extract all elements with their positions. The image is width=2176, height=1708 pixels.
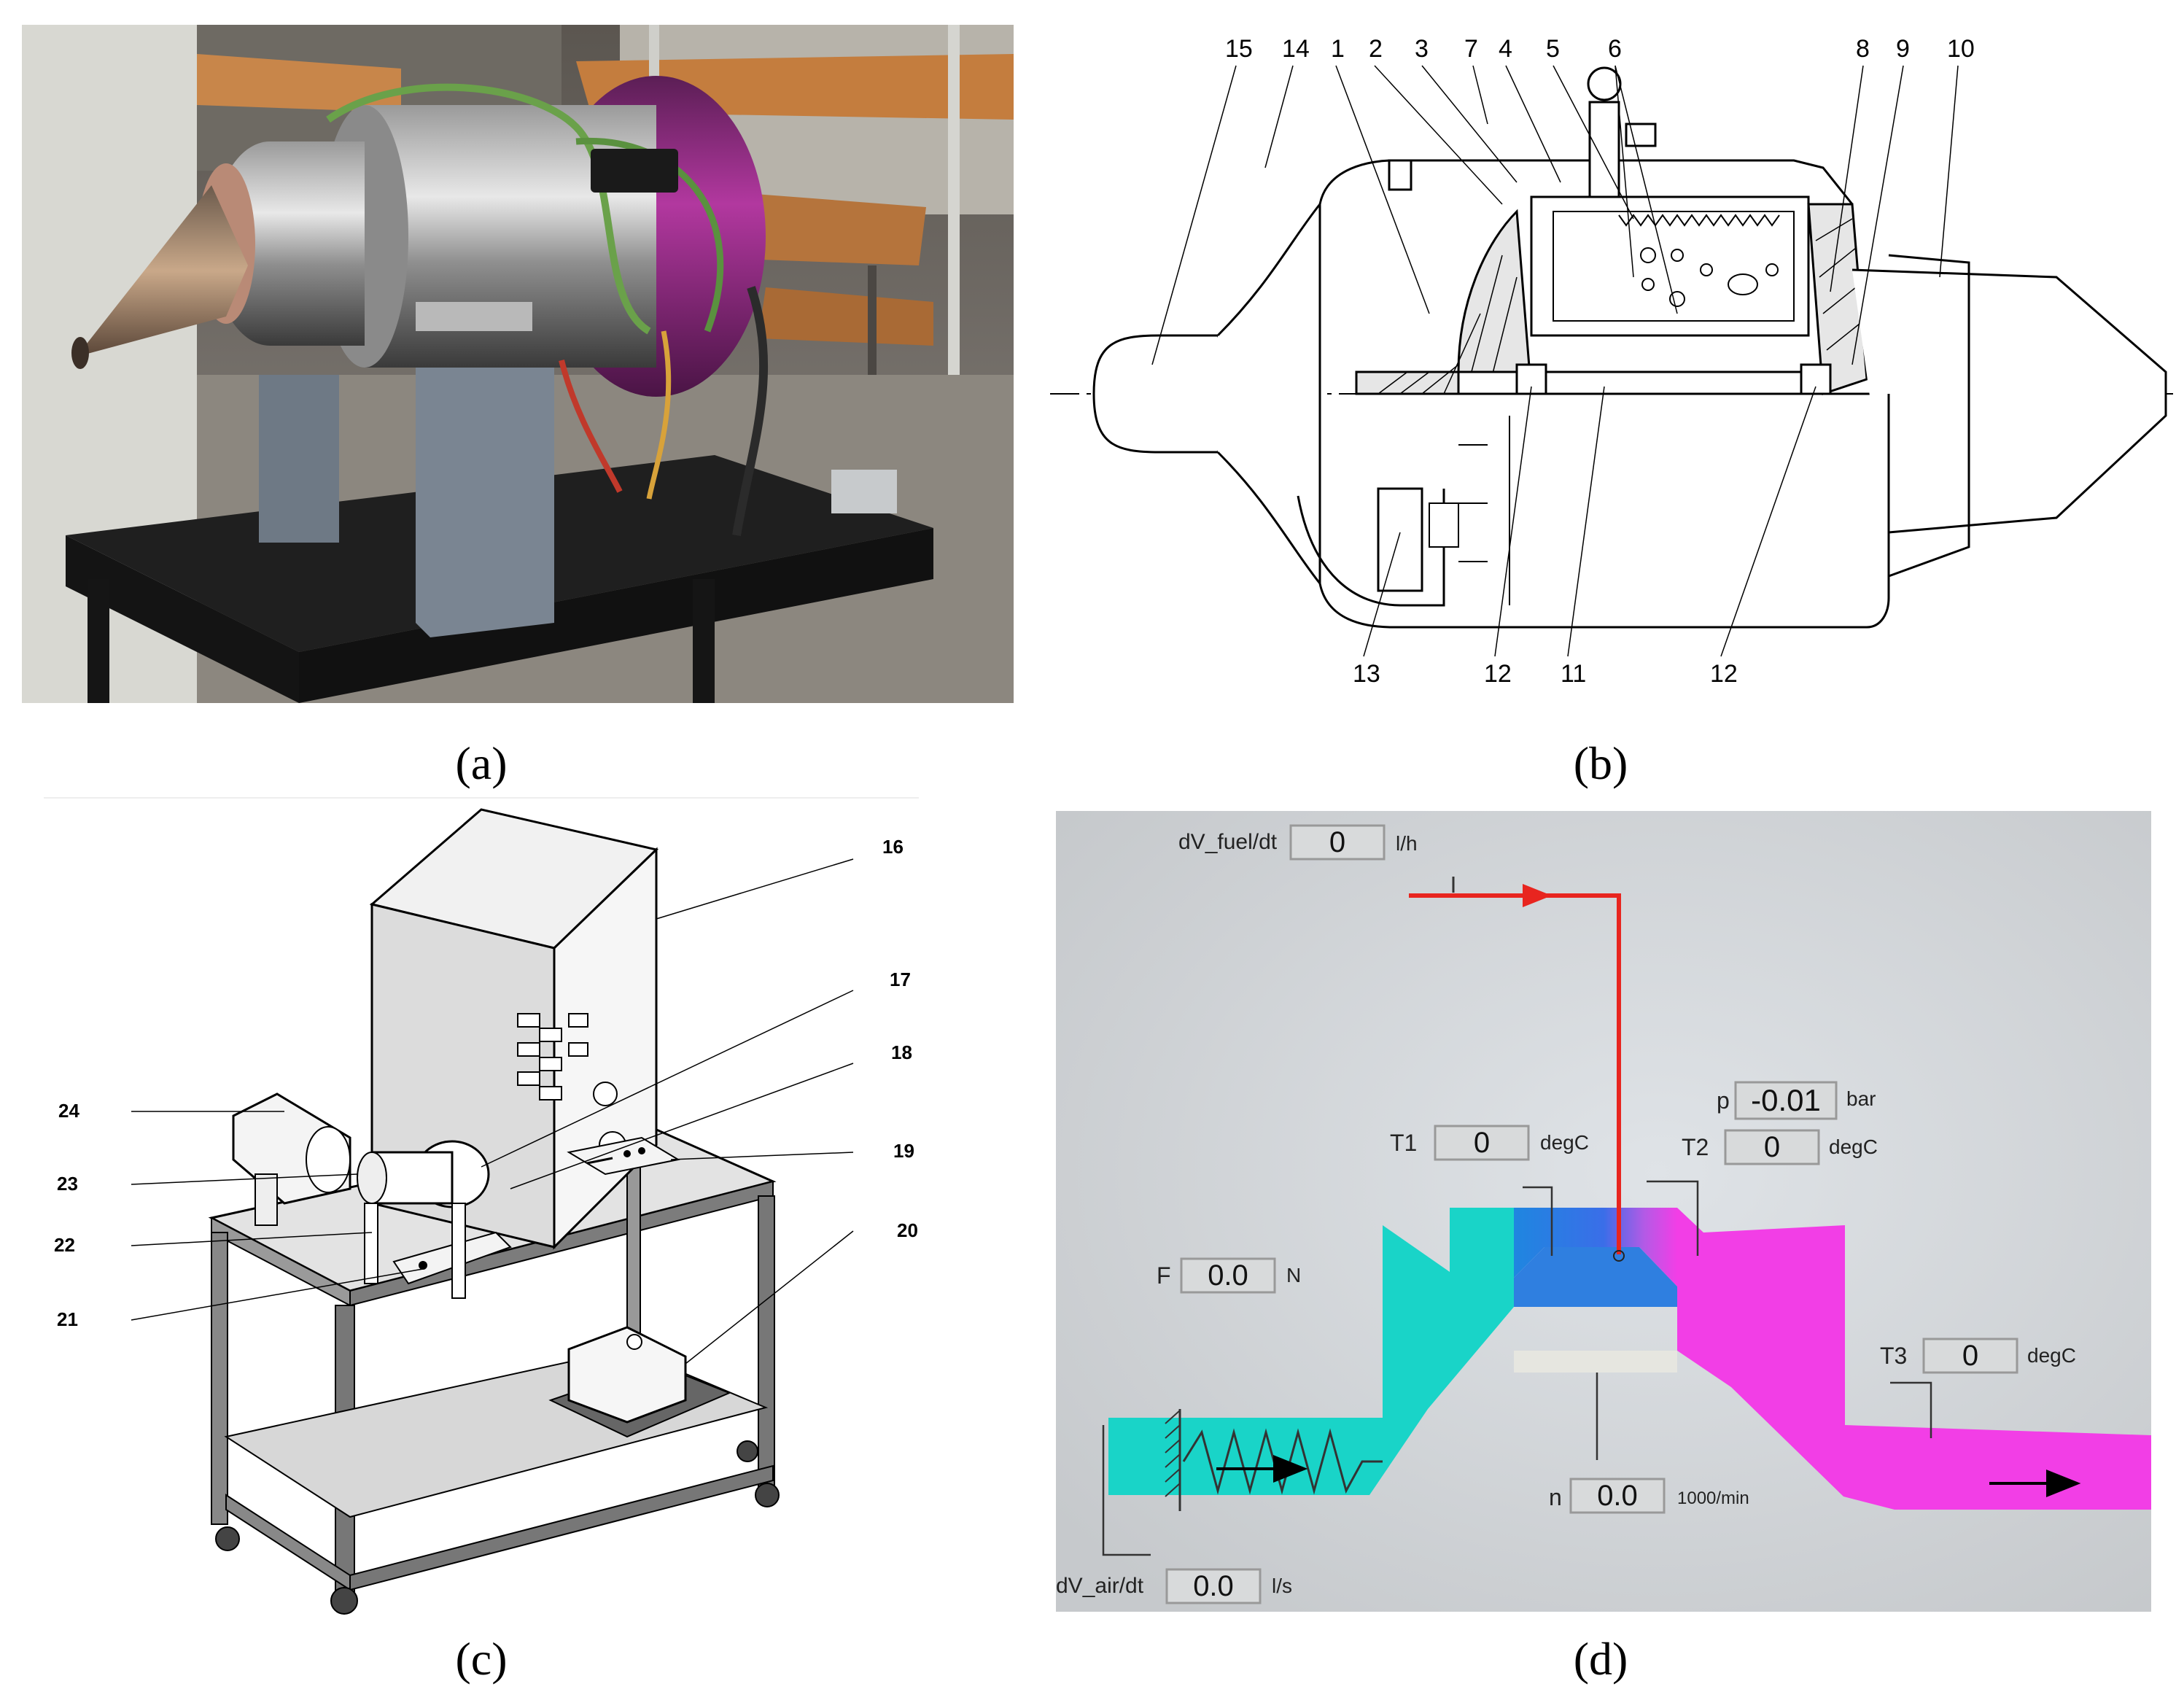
t2-value: 0 bbox=[1764, 1131, 1780, 1163]
panel-b-cross-section: 15 14 1 2 3 7 4 5 6 8 9 10 13 12 11 12 bbox=[1050, 35, 2173, 688]
label-12b: 12 bbox=[1710, 660, 1738, 688]
force-readout: F 0.0 N bbox=[1157, 1257, 1301, 1294]
spring bbox=[1182, 1428, 1383, 1495]
t3-readout: T3 0 degC bbox=[1880, 1338, 2076, 1374]
air-flow-label: dV_air/dt bbox=[1056, 1574, 1144, 1598]
panel-d-monitoring-screen: dV_fuel/dt 0 l/h p -0.01 bar T1 0 degC T… bbox=[1056, 811, 2151, 1612]
speed-value: 0.0 bbox=[1597, 1480, 1638, 1512]
fuel-flow-readout: dV_fuel/dt 0 l/h bbox=[1178, 824, 1418, 861]
caption-b: (b) bbox=[1573, 737, 1628, 789]
fuel-flow-value: 0 bbox=[1329, 826, 1345, 858]
t1-unit: degC bbox=[1540, 1131, 1589, 1154]
air-flow-unit: l/s bbox=[1272, 1575, 1292, 1597]
label-10: 10 bbox=[1947, 35, 1975, 63]
t2-unit: degC bbox=[1829, 1136, 1878, 1158]
label-14: 14 bbox=[1282, 35, 1310, 63]
label-17: 17 bbox=[890, 968, 911, 990]
panel-c-test-bench: 16 17 18 19 20 24 23 22 21 bbox=[44, 797, 919, 1615]
t2-readout: T2 0 degC bbox=[1682, 1129, 1878, 1165]
label-9: 9 bbox=[1896, 35, 1910, 63]
fuel-flow-unit: l/h bbox=[1396, 832, 1418, 855]
label-23: 23 bbox=[57, 1173, 78, 1195]
label-19: 19 bbox=[893, 1140, 914, 1162]
t3-label: T3 bbox=[1880, 1343, 1907, 1369]
label-5: 5 bbox=[1546, 35, 1560, 63]
t1-readout: T1 0 degC bbox=[1390, 1125, 1589, 1161]
label-20: 20 bbox=[897, 1219, 918, 1241]
t3-unit: degC bbox=[2027, 1344, 2076, 1367]
label-11: 11 bbox=[1561, 660, 1586, 688]
label-16: 16 bbox=[882, 836, 904, 858]
caption-c: (c) bbox=[455, 1633, 508, 1685]
speed-unit: 1000/min bbox=[1677, 1488, 1749, 1508]
force-value: 0.0 bbox=[1208, 1259, 1248, 1292]
exhaust-flow-arrow bbox=[1989, 1470, 2081, 1497]
force-label: F bbox=[1157, 1262, 1171, 1289]
air-flow-value: 0.0 bbox=[1193, 1570, 1234, 1602]
label-18: 18 bbox=[891, 1041, 912, 1063]
t2-label: T2 bbox=[1682, 1134, 1709, 1160]
label-8: 8 bbox=[1856, 35, 1870, 63]
label-7: 7 bbox=[1464, 35, 1478, 63]
speed-readout: n 0.0 1000/min bbox=[1549, 1478, 1749, 1514]
fuel-line bbox=[1409, 893, 1621, 1254]
caption-a: (a) bbox=[455, 737, 508, 789]
pressure-label: p bbox=[1717, 1087, 1730, 1114]
label-6: 6 bbox=[1608, 35, 1622, 63]
t1-label: T1 bbox=[1390, 1130, 1417, 1156]
label-22: 22 bbox=[54, 1234, 75, 1256]
label-12a: 12 bbox=[1484, 660, 1512, 688]
pressure-value: -0.01 bbox=[1751, 1083, 1821, 1117]
t1-value: 0 bbox=[1474, 1127, 1490, 1159]
t3-value: 0 bbox=[1962, 1340, 1978, 1372]
inlet-flow-arrow bbox=[1216, 1455, 1308, 1483]
cold-flow-section bbox=[1108, 1208, 1514, 1495]
air-flow-readout: dV_air/dt 0.0 l/s bbox=[1056, 1568, 1292, 1604]
hot-flow-section bbox=[1677, 1208, 2151, 1510]
pressure-readout: p -0.01 bar bbox=[1717, 1081, 1876, 1120]
speed-label: n bbox=[1549, 1484, 1562, 1510]
label-13: 13 bbox=[1353, 660, 1380, 688]
label-21: 21 bbox=[57, 1308, 78, 1330]
label-15: 15 bbox=[1225, 35, 1253, 63]
label-1: 1 bbox=[1331, 35, 1345, 63]
fuel-flow-label: dV_fuel/dt bbox=[1178, 830, 1278, 854]
label-4: 4 bbox=[1499, 35, 1512, 63]
force-unit: N bbox=[1286, 1264, 1301, 1286]
label-3: 3 bbox=[1415, 35, 1429, 63]
shaft bbox=[1514, 1351, 1677, 1373]
label-24: 24 bbox=[58, 1100, 79, 1122]
label-2: 2 bbox=[1369, 35, 1383, 63]
pressure-unit: bar bbox=[1846, 1087, 1876, 1110]
panel-a-turbojet-photo bbox=[22, 25, 1014, 703]
caption-d: (d) bbox=[1573, 1633, 1628, 1685]
